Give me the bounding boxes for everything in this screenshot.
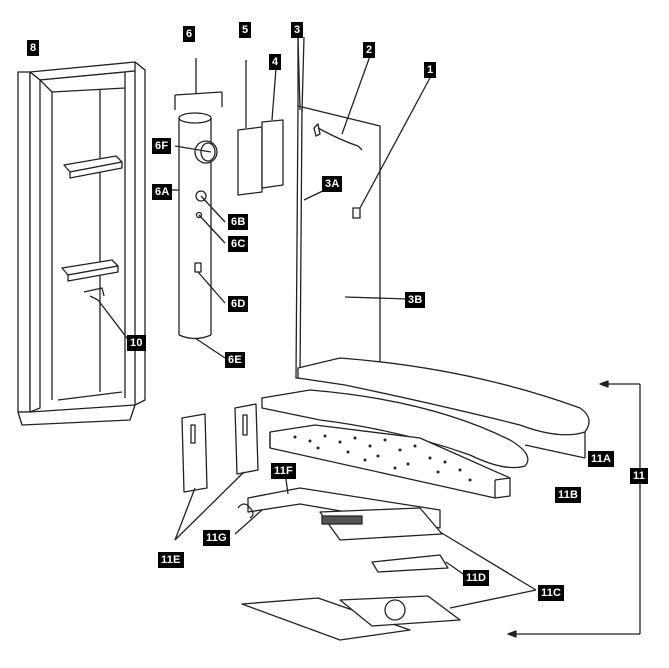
callout-11c: 11C <box>538 585 565 601</box>
back-panel-part-3 <box>295 36 432 381</box>
brackets-part-11e <box>174 403 259 541</box>
assembly-bracket-part-11 <box>507 380 641 638</box>
callout-11f: 11F <box>271 463 296 479</box>
bracket-part-11d <box>371 554 467 577</box>
tube-part-6 <box>172 58 226 359</box>
callout-2: 2 <box>363 42 376 58</box>
callout-3a: 3A <box>322 176 343 192</box>
callout-11d: 11D <box>463 570 490 586</box>
base-frame-part-11c <box>241 531 537 641</box>
callout-6c: 6C <box>228 236 249 252</box>
cabinet-frame-part-8 <box>17 61 146 426</box>
callout-10: 10 <box>127 335 146 351</box>
callout-11e: 11E <box>158 552 184 568</box>
callout-6a: 6A <box>152 184 173 200</box>
callout-1: 1 <box>424 62 437 78</box>
callout-6e: 6E <box>225 352 245 368</box>
callout-6d: 6D <box>228 296 249 312</box>
callout-8: 8 <box>27 40 40 56</box>
callout-6: 6 <box>183 26 196 42</box>
support-frame-part-11f <box>234 471 443 541</box>
callout-5: 5 <box>239 22 252 38</box>
ironing-boards-part-11a <box>261 357 590 469</box>
callout-11g: 11G <box>203 530 230 546</box>
callout-6b: 6B <box>228 214 249 230</box>
perforated-board-part-11b <box>269 424 511 499</box>
callout-6f: 6F <box>152 138 172 154</box>
callout-3b: 3B <box>405 292 426 308</box>
callout-11: 11 <box>630 468 649 484</box>
callout-11a: 11A <box>588 451 615 467</box>
callout-3: 3 <box>291 22 304 38</box>
callout-11b: 11B <box>555 487 582 503</box>
plates-part-4-5 <box>237 60 284 196</box>
callout-4: 4 <box>269 54 282 70</box>
